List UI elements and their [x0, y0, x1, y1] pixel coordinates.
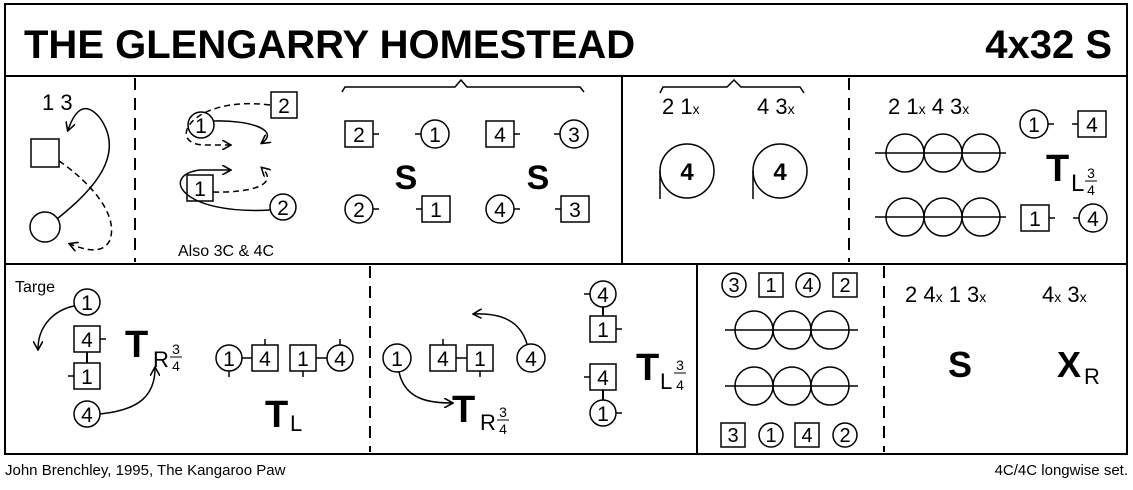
svg-text:1: 1	[765, 275, 776, 297]
svg-text:1: 1	[1029, 208, 1041, 231]
svg-text:1: 1	[391, 348, 403, 371]
svg-text:1: 1	[81, 366, 93, 389]
cell-reels-2: 3 1 4 2 3 1 4 2	[720, 272, 858, 448]
svg-text:T: T	[452, 389, 475, 431]
svg-text:3: 3	[569, 199, 581, 222]
svg-text:4: 4	[259, 348, 271, 371]
svg-text:1: 1	[195, 115, 207, 138]
svg-text:2: 2	[839, 275, 850, 297]
svg-text:4: 4	[773, 159, 787, 186]
svg-text:4: 4	[676, 377, 684, 393]
svg-text:1: 1	[430, 199, 442, 222]
svg-text:3: 3	[499, 404, 507, 420]
svg-text:1: 1	[81, 292, 93, 315]
svg-text:L: L	[1071, 170, 1084, 197]
svg-text:1: 1	[474, 348, 486, 371]
cell-set-positions: 2 1 4 3 S S 2 1 4 3	[341, 78, 590, 224]
svg-text:4: 4	[81, 329, 93, 352]
couples-label: 1 3	[42, 90, 73, 115]
svg-text:S: S	[948, 344, 972, 385]
cell-reels-turn: 2 1x 4 3x 1 4 T L 3 4 1 4	[875, 94, 1108, 237]
targe-label: Targe	[15, 279, 55, 296]
cell-cast: 2 1x 4 3x 4 4	[659, 78, 808, 199]
cell-targe-2: 1 4 1 4 T R 3 4 4 1 4 1 T L 3 4	[382, 280, 686, 437]
svg-text:4: 4	[1086, 114, 1098, 137]
svg-text:1: 1	[194, 178, 206, 201]
svg-text:4: 4	[494, 124, 506, 147]
svg-text:4: 4	[334, 348, 346, 371]
dance-format: 4x32 S	[985, 23, 1112, 67]
svg-text:4: 4	[525, 348, 537, 371]
svg-text:3: 3	[568, 124, 580, 147]
svg-text:4: 4	[494, 199, 506, 222]
svg-text:3: 3	[728, 275, 739, 297]
man-square	[30, 138, 60, 168]
svg-text:4: 4	[437, 348, 449, 371]
svg-text:2 1x 4 3x: 2 1x 4 3x	[888, 94, 969, 119]
svg-text:1: 1	[429, 124, 441, 147]
svg-text:1: 1	[1028, 114, 1040, 137]
svg-text:4: 4	[81, 404, 93, 427]
svg-text:2: 2	[839, 425, 850, 447]
svg-text:T: T	[265, 394, 288, 436]
cell-targe: Targe 1 4 1 4 T R 3 4 1 4 1 4 T L	[15, 279, 354, 436]
svg-text:4: 4	[802, 275, 813, 297]
svg-text:4: 4	[597, 284, 609, 307]
dividers-dashed	[134, 78, 885, 452]
cell-set-cross: 2 4x 1 3x 4x 3x S X R	[905, 282, 1100, 389]
svg-text:4x 3x: 4x 3x	[1042, 282, 1087, 307]
svg-text:L: L	[290, 411, 302, 436]
svg-text:4: 4	[680, 159, 694, 186]
svg-text:1: 1	[297, 348, 309, 371]
cell-cross-figure-eight: 1 3	[29, 90, 113, 250]
svg-text:R: R	[480, 410, 496, 435]
frame	[4, 3, 1128, 455]
footer-set-type: 4C/4C longwise set.	[994, 462, 1128, 479]
svg-text:4: 4	[1087, 208, 1099, 231]
dance-title: THE GLENGARRY HOMESTEAD	[24, 23, 635, 67]
svg-text:4: 4	[597, 367, 609, 390]
svg-text:R: R	[1084, 364, 1100, 389]
svg-text:4: 4	[499, 421, 507, 437]
svg-text:2: 2	[353, 124, 365, 147]
svg-text:3: 3	[172, 341, 180, 357]
svg-text:L: L	[660, 369, 672, 394]
svg-text:3: 3	[676, 357, 684, 373]
svg-text:1: 1	[597, 319, 609, 342]
svg-text:X: X	[1057, 344, 1081, 385]
svg-text:4 3x: 4 3x	[757, 94, 795, 119]
svg-text:3: 3	[1087, 165, 1095, 181]
svg-text:1: 1	[765, 425, 776, 447]
svg-text:4: 4	[172, 358, 180, 374]
svg-text:3: 3	[727, 425, 738, 447]
svg-text:1: 1	[223, 348, 235, 371]
svg-text:4: 4	[801, 425, 812, 447]
svg-text:2: 2	[277, 197, 289, 220]
svg-text:T: T	[125, 324, 148, 366]
svg-text:2 1x: 2 1x	[662, 94, 700, 119]
footer-attribution: John Brenchley, 1995, The Kangaroo Paw	[5, 462, 286, 479]
svg-text:T: T	[636, 347, 659, 389]
svg-text:T: T	[1046, 148, 1069, 190]
cell-reels: 1 2 1 2 Also 3C & 4C	[178, 91, 298, 260]
also-note: Also 3C & 4C	[178, 243, 274, 260]
svg-text:2 4x 1 3x: 2 4x 1 3x	[905, 282, 986, 307]
svg-text:2: 2	[278, 95, 290, 118]
svg-text:R: R	[153, 347, 169, 372]
svg-text:S: S	[527, 159, 550, 197]
svg-text:2: 2	[353, 199, 365, 222]
svg-text:S: S	[395, 159, 418, 197]
svg-text:4: 4	[1087, 182, 1095, 198]
svg-text:1: 1	[597, 403, 609, 426]
woman-circle	[29, 211, 61, 243]
